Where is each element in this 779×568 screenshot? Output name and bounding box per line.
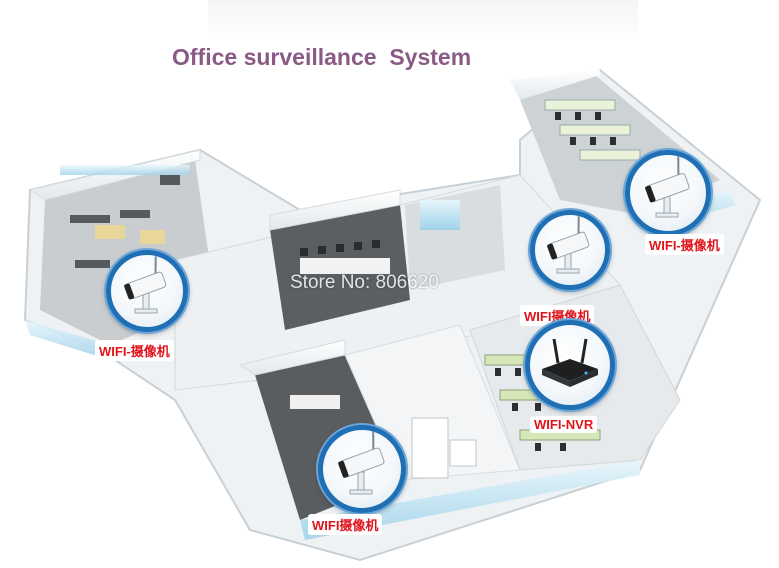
left-wing-desk-tops — [95, 225, 165, 244]
camera-right-badge[interactable] — [625, 150, 711, 236]
lounge-furniture — [411, 417, 477, 479]
left-wing-desks — [70, 175, 180, 268]
lower-office-desk — [290, 395, 340, 409]
nvr-label: WIFI-NVR — [530, 416, 598, 433]
camera-bottom-label: WIFI摄像机 — [308, 514, 383, 535]
meeting-chairs — [300, 240, 380, 256]
right-wing-chairs — [555, 112, 616, 145]
wifi-camera-icon — [547, 216, 590, 274]
camera-left-badge[interactable] — [106, 250, 188, 332]
page-title: Office surveillance System — [172, 44, 472, 70]
wifi-camera-icon — [338, 431, 385, 495]
camera-right-label: WIFI-摄像机 — [645, 234, 724, 255]
header-band — [208, 0, 638, 40]
meeting-table — [300, 258, 390, 274]
wifi-nvr-icon — [542, 338, 598, 387]
left-glass-wall — [25, 320, 110, 360]
small-office-glass — [420, 200, 460, 230]
nvr-badge[interactable] — [525, 320, 615, 410]
store-watermark: Store No: 806620 — [290, 272, 439, 293]
camera-center-badge[interactable] — [530, 210, 610, 290]
right-wing-desks — [544, 99, 641, 161]
camera-bottom-badge[interactable] — [318, 425, 406, 513]
right-wing-wall — [510, 70, 600, 100]
wifi-camera-icon — [124, 256, 167, 314]
left-wing-glass — [60, 165, 190, 175]
front-glass-wall — [300, 460, 640, 540]
meeting-room-wall — [269, 189, 401, 231]
workspace-chairs — [495, 368, 566, 451]
wifi-camera-icon — [645, 156, 690, 218]
camera-left-label: WIFI-摄像机 — [95, 340, 174, 361]
